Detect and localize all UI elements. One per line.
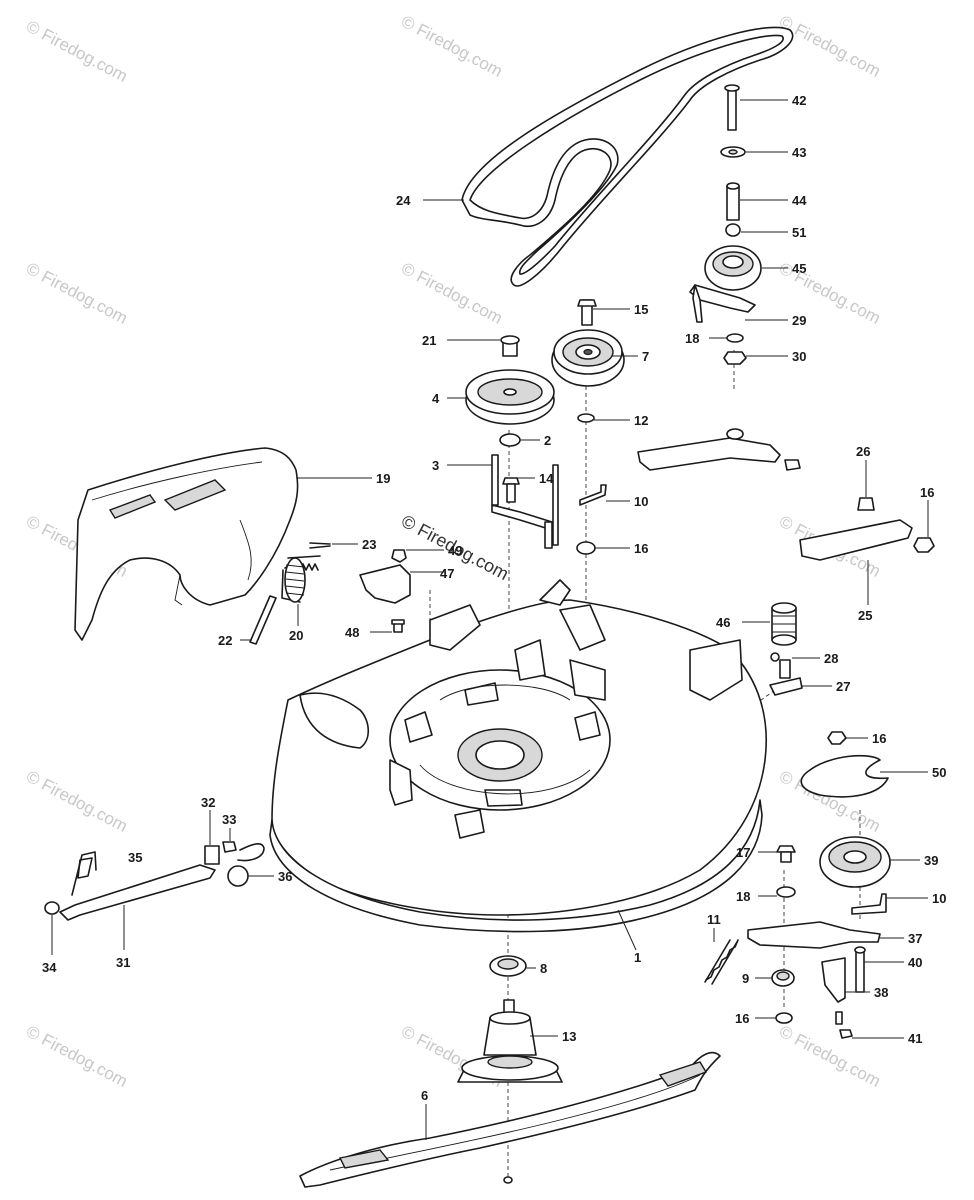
callout-17: 17 [736, 845, 750, 860]
callout-43: 43 [792, 145, 806, 160]
callout-36: 36 [278, 869, 292, 884]
watermark-text: © Firedog.com [398, 259, 506, 328]
callout-10: 10 [634, 494, 648, 509]
bushing-parts [769, 602, 803, 696]
callout-40: 40 [908, 955, 922, 970]
callout-9: 9 [742, 971, 749, 986]
callout-3: 3 [432, 458, 439, 473]
arm-25 [799, 497, 935, 561]
callout-20: 20 [289, 628, 303, 643]
callout-leaders [51, 99, 929, 1140]
belt [461, 26, 794, 287]
callout-22: 22 [218, 633, 232, 648]
callout-45: 45 [792, 261, 806, 276]
disc-50 [800, 731, 889, 798]
callout-21: 21 [422, 333, 436, 348]
callout-37: 37 [908, 931, 922, 946]
callout-18: 18 [736, 889, 750, 904]
callout-47: 47 [440, 566, 454, 581]
callout-25: 25 [858, 608, 872, 623]
belt-cover [74, 447, 299, 641]
callout-35: 35 [128, 850, 142, 865]
callout-23: 23 [362, 537, 376, 552]
callout-24: 24 [396, 193, 411, 208]
callout-32: 32 [201, 795, 215, 810]
callout-38: 38 [874, 985, 888, 1000]
callout-46: 46 [716, 615, 730, 630]
watermark-text: © Firedog.com [23, 259, 131, 328]
watermark-text: © Firedog.com [776, 12, 884, 81]
callout-14: 14 [539, 471, 554, 486]
pulley-4 [465, 335, 595, 447]
callout-18: 18 [685, 331, 699, 346]
spindle-and-blade [299, 999, 721, 1188]
callout-34: 34 [42, 960, 57, 975]
watermark-text: © Firedog.com [23, 767, 131, 836]
callout-labels: 42 43 44 51 45 24 15 29 18 30 21 7 4 12 … [42, 93, 946, 1103]
callout-41: 41 [908, 1031, 922, 1046]
callout-16: 16 [920, 485, 934, 500]
callout-42: 42 [792, 93, 806, 108]
callout-50: 50 [932, 765, 946, 780]
callout-13: 13 [562, 1029, 576, 1044]
callout-49: 49 [448, 543, 462, 558]
callout-44: 44 [792, 193, 807, 208]
bracket-arm [637, 428, 801, 471]
watermark-text: © Firedog.com [398, 12, 506, 81]
callout-8: 8 [540, 961, 547, 976]
callout-1: 1 [634, 950, 641, 965]
callout-48: 48 [345, 625, 359, 640]
callout-19: 19 [376, 471, 390, 486]
watermark-text: © Firedog.com [23, 1022, 131, 1091]
callout-12: 12 [634, 413, 648, 428]
idler-arm [491, 454, 607, 555]
bracket-47 [359, 549, 411, 633]
callout-7: 7 [642, 349, 649, 364]
spring-parts [249, 542, 331, 645]
callout-4: 4 [432, 391, 440, 406]
callout-28: 28 [824, 651, 838, 666]
callout-51: 51 [792, 225, 806, 240]
callout-26: 26 [856, 444, 870, 459]
callout-11: 11 [707, 912, 721, 927]
callout-15: 15 [634, 302, 648, 317]
callout-30: 30 [792, 349, 806, 364]
callout-31: 31 [116, 955, 130, 970]
callout-27: 27 [836, 679, 850, 694]
idler-stack [689, 84, 762, 365]
pulley-7 [551, 299, 625, 387]
callout-6: 6 [421, 1088, 428, 1103]
callout-16: 16 [634, 541, 648, 556]
right-lower-parts [489, 836, 891, 1039]
lift-linkage [44, 841, 265, 921]
watermark-text: © Firedog.com [23, 17, 131, 86]
watermark-text: © Firedog.com [776, 1022, 884, 1091]
mower-deck [269, 579, 768, 933]
callout-39: 39 [924, 853, 938, 868]
callout-33: 33 [222, 812, 236, 827]
callout-16: 16 [735, 1011, 749, 1026]
callout-29: 29 [792, 313, 806, 328]
callout-16: 16 [872, 731, 886, 746]
callout-2: 2 [544, 433, 551, 448]
callout-10: 10 [932, 891, 946, 906]
